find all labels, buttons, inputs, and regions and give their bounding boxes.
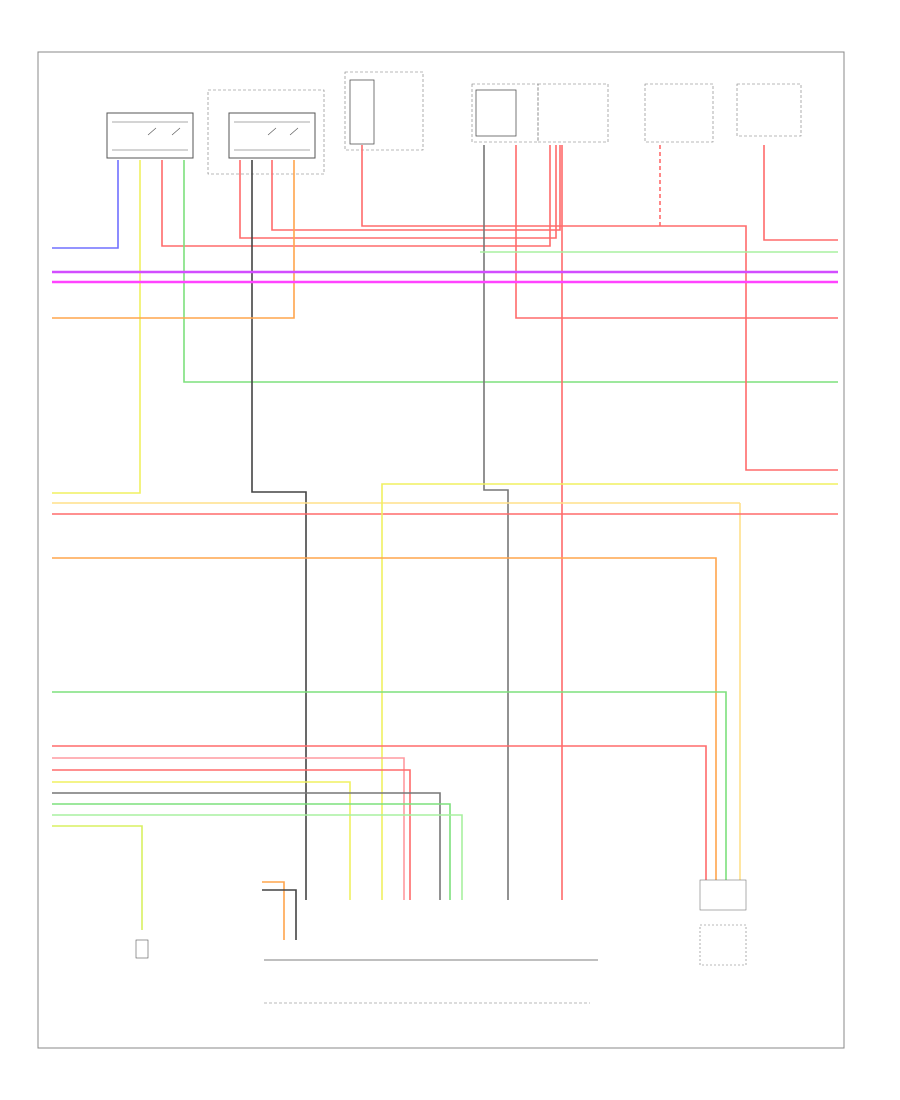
wire-gray-1 [483, 145, 509, 900]
wire-pink-low [52, 757, 405, 900]
diagram-frame [37, 51, 845, 1049]
wire-green-2 [52, 691, 727, 880]
wire-orange-1 [52, 160, 295, 319]
component-2 [207, 89, 325, 175]
wire-orange-3 [262, 881, 285, 940]
component-1 [106, 112, 194, 159]
component-5 [537, 83, 609, 143]
right-module [699, 879, 747, 966]
wire-red-7 [763, 145, 838, 241]
wire-orange-2 [52, 557, 717, 880]
wire-red-4 [361, 145, 838, 471]
wire-dark-2 [262, 889, 297, 940]
wire-blue [52, 160, 119, 249]
wire-dark-1 [251, 160, 307, 900]
component-4 [471, 83, 539, 143]
wire-red-5 [515, 145, 838, 319]
wire-green-1 [183, 160, 838, 383]
wire-red-low-2 [52, 769, 411, 900]
wire-red-low-1 [52, 745, 707, 880]
bottom-left-connector [135, 939, 149, 959]
wire-gray-low [52, 792, 441, 900]
wire-yellow-1 [52, 160, 141, 494]
wire-green-low [52, 803, 451, 900]
wires [52, 145, 838, 940]
wire-red-2 [239, 145, 557, 239]
wire-red-3 [271, 145, 561, 231]
component-7 [736, 83, 802, 137]
wire-red-1 [161, 145, 551, 247]
component-6 [644, 83, 714, 143]
wire-yellow-low [52, 781, 351, 900]
wire-yellow-2 [381, 483, 838, 900]
ecm-connector [264, 959, 598, 1004]
component-3 [344, 71, 424, 151]
wire-ygreen-low [52, 825, 143, 930]
wire-lightgreen-low [52, 814, 463, 900]
